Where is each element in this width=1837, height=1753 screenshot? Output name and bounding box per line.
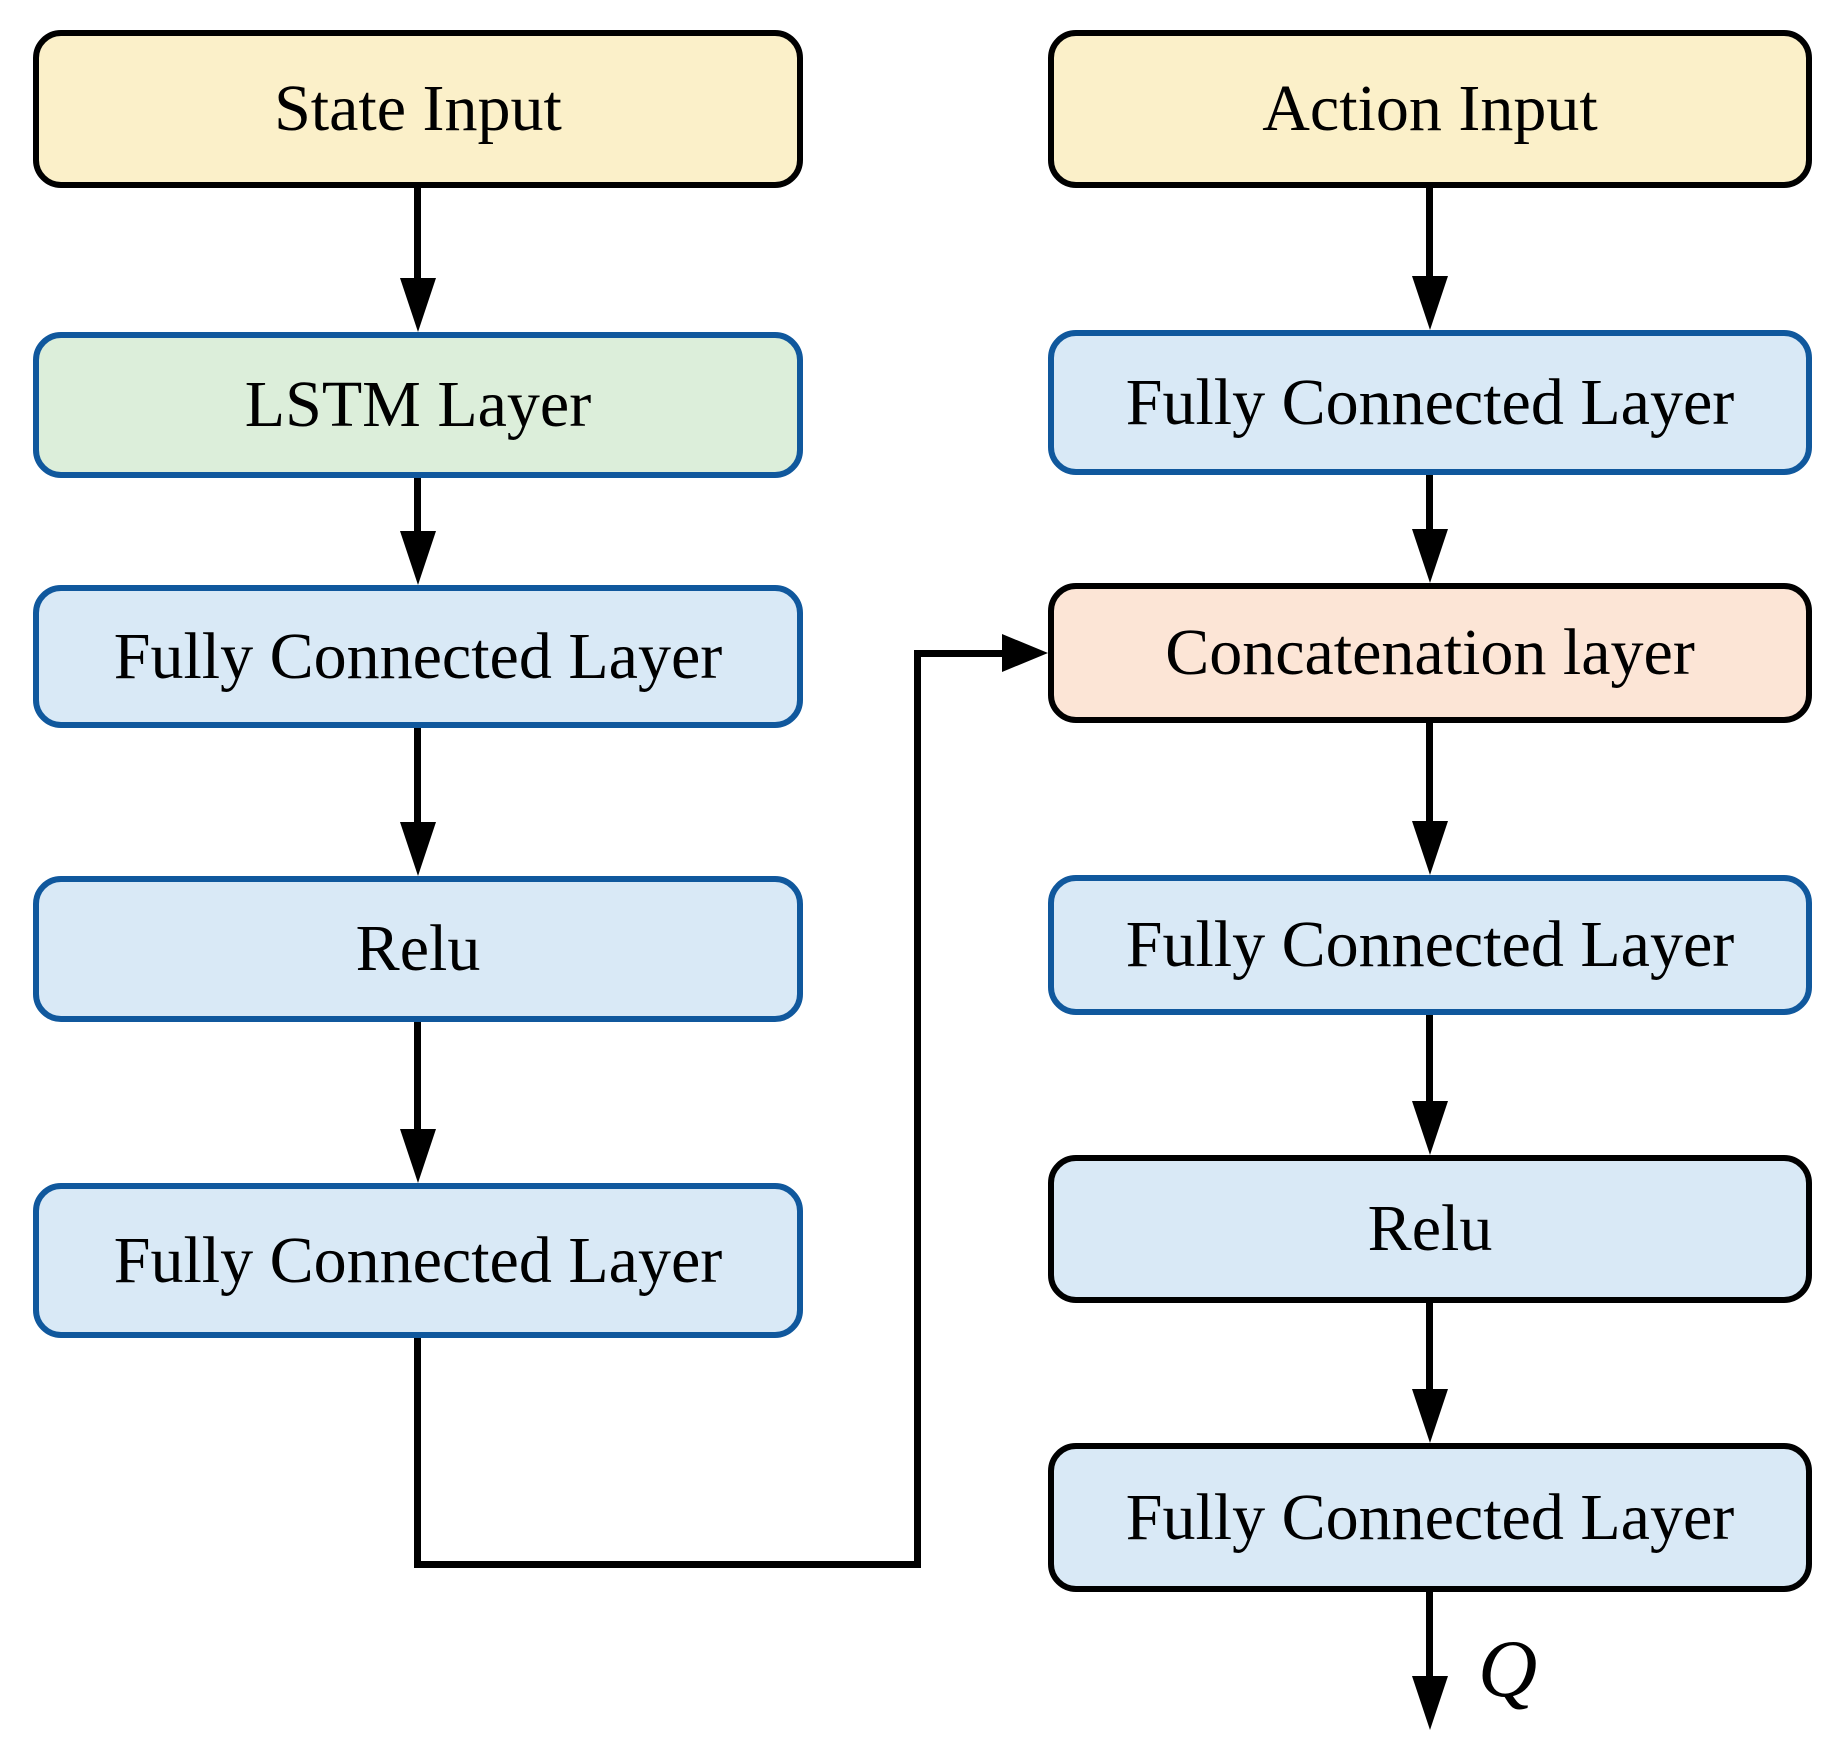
merged-relu-box: Relu bbox=[1048, 1155, 1812, 1303]
output-fully-connected-layer-box: Fully Connected Layer bbox=[1048, 1443, 1812, 1592]
arrow-fc-to-relu bbox=[400, 728, 436, 876]
merged-fully-connected-layer-box: Fully Connected Layer bbox=[1048, 875, 1812, 1015]
arrow-down-head bbox=[400, 278, 436, 332]
arrow-fc-to-concatenation bbox=[1412, 475, 1448, 583]
q-output-label: Q bbox=[1478, 1623, 1538, 1714]
arrow-shaft bbox=[1426, 475, 1433, 537]
arrow-down-head bbox=[400, 822, 436, 876]
skip-connector-vertical-up-segment bbox=[914, 650, 921, 1568]
arrow-shaft bbox=[1426, 723, 1433, 829]
skip-connector-horizontal-bottom-segment bbox=[414, 1561, 921, 1568]
arrow-shaft bbox=[1426, 1592, 1433, 1684]
arrow-shaft bbox=[414, 728, 421, 830]
state-fully-connected-layer-2-box: Fully Connected Layer bbox=[33, 1183, 803, 1338]
arrow-shaft bbox=[1426, 1303, 1433, 1397]
arrow-lstm-to-fc bbox=[400, 478, 436, 585]
state-input-box: State Input bbox=[33, 30, 803, 188]
arrow-shaft bbox=[414, 478, 421, 539]
arrow-down-head bbox=[1412, 1101, 1448, 1155]
arrow-state-input-to-lstm bbox=[400, 188, 436, 332]
arrow-down-head bbox=[1412, 529, 1448, 583]
skip-connector-vertical-down-segment bbox=[414, 1338, 421, 1568]
arrow-q-output bbox=[1412, 1592, 1448, 1730]
arrow-down-head bbox=[1412, 821, 1448, 875]
lstm-layer-box: LSTM Layer bbox=[33, 332, 803, 478]
arrow-down-head bbox=[400, 531, 436, 585]
concatenation-layer-box: Concatenation layer bbox=[1048, 583, 1812, 723]
arrow-down-head bbox=[1412, 1389, 1448, 1443]
arrow-fc-to-relu-right bbox=[1412, 1015, 1448, 1155]
arrow-down-head bbox=[1412, 1676, 1448, 1730]
skip-connector-horizontal-into-concat-segment bbox=[918, 650, 1002, 657]
arrow-relu-to-fc2 bbox=[400, 1022, 436, 1183]
arrow-right-head bbox=[1002, 634, 1048, 672]
action-input-box: Action Input bbox=[1048, 30, 1812, 188]
state-relu-box: Relu bbox=[33, 876, 803, 1022]
arrow-shaft bbox=[414, 1022, 421, 1137]
arrow-down-head bbox=[400, 1129, 436, 1183]
arrow-shaft bbox=[1426, 188, 1433, 284]
arrow-shaft bbox=[1426, 1015, 1433, 1109]
arrow-concatenation-to-fc bbox=[1412, 723, 1448, 875]
arrow-action-input-to-fc bbox=[1412, 188, 1448, 330]
arrow-shaft bbox=[414, 188, 421, 286]
arrow-down-head bbox=[1412, 276, 1448, 330]
state-fully-connected-layer-box: Fully Connected Layer bbox=[33, 585, 803, 728]
action-fully-connected-layer-box: Fully Connected Layer bbox=[1048, 330, 1812, 475]
arrow-relu-to-output-fc bbox=[1412, 1303, 1448, 1443]
